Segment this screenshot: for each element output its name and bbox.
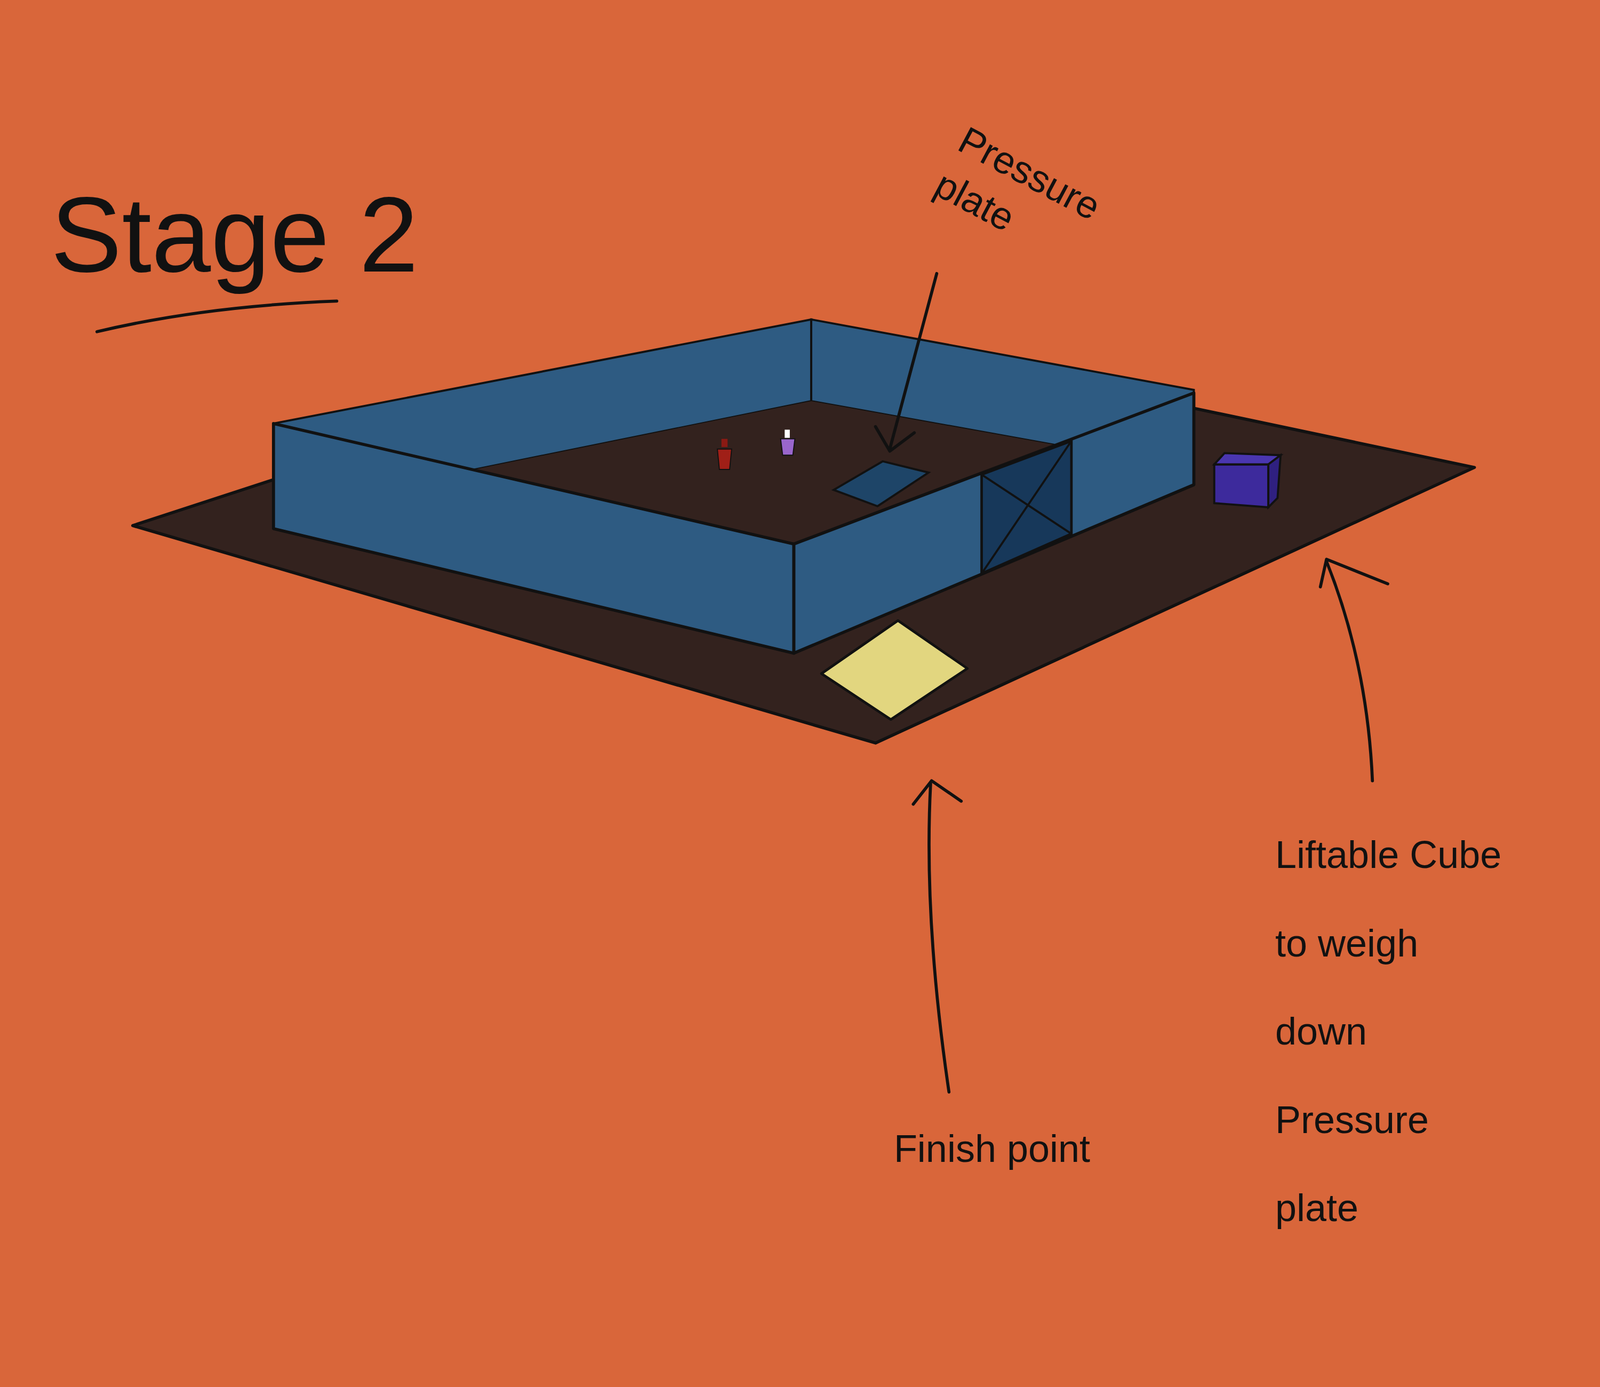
title-underline: [97, 300, 338, 332]
annotation-label: Finish point: [853, 1125, 1131, 1172]
potion: [780, 429, 796, 455]
liftable-cube: [1214, 452, 1281, 507]
annotation-label: Pressure plate: [926, 115, 1143, 294]
wall: [794, 393, 1195, 654]
leader-arrow: [1326, 561, 1373, 781]
door: [981, 440, 1072, 574]
pressure-plate: [833, 461, 929, 507]
finish-point: [821, 620, 968, 720]
leader-arrow: [929, 783, 949, 1092]
annotation-label: Liftable Cube to weigh down Pressure pla…: [1275, 810, 1505, 1253]
potion: [717, 438, 732, 470]
stage-title: Stage 2: [50, 181, 419, 288]
wall: [273, 423, 795, 653]
leader-arrow: [889, 273, 937, 450]
